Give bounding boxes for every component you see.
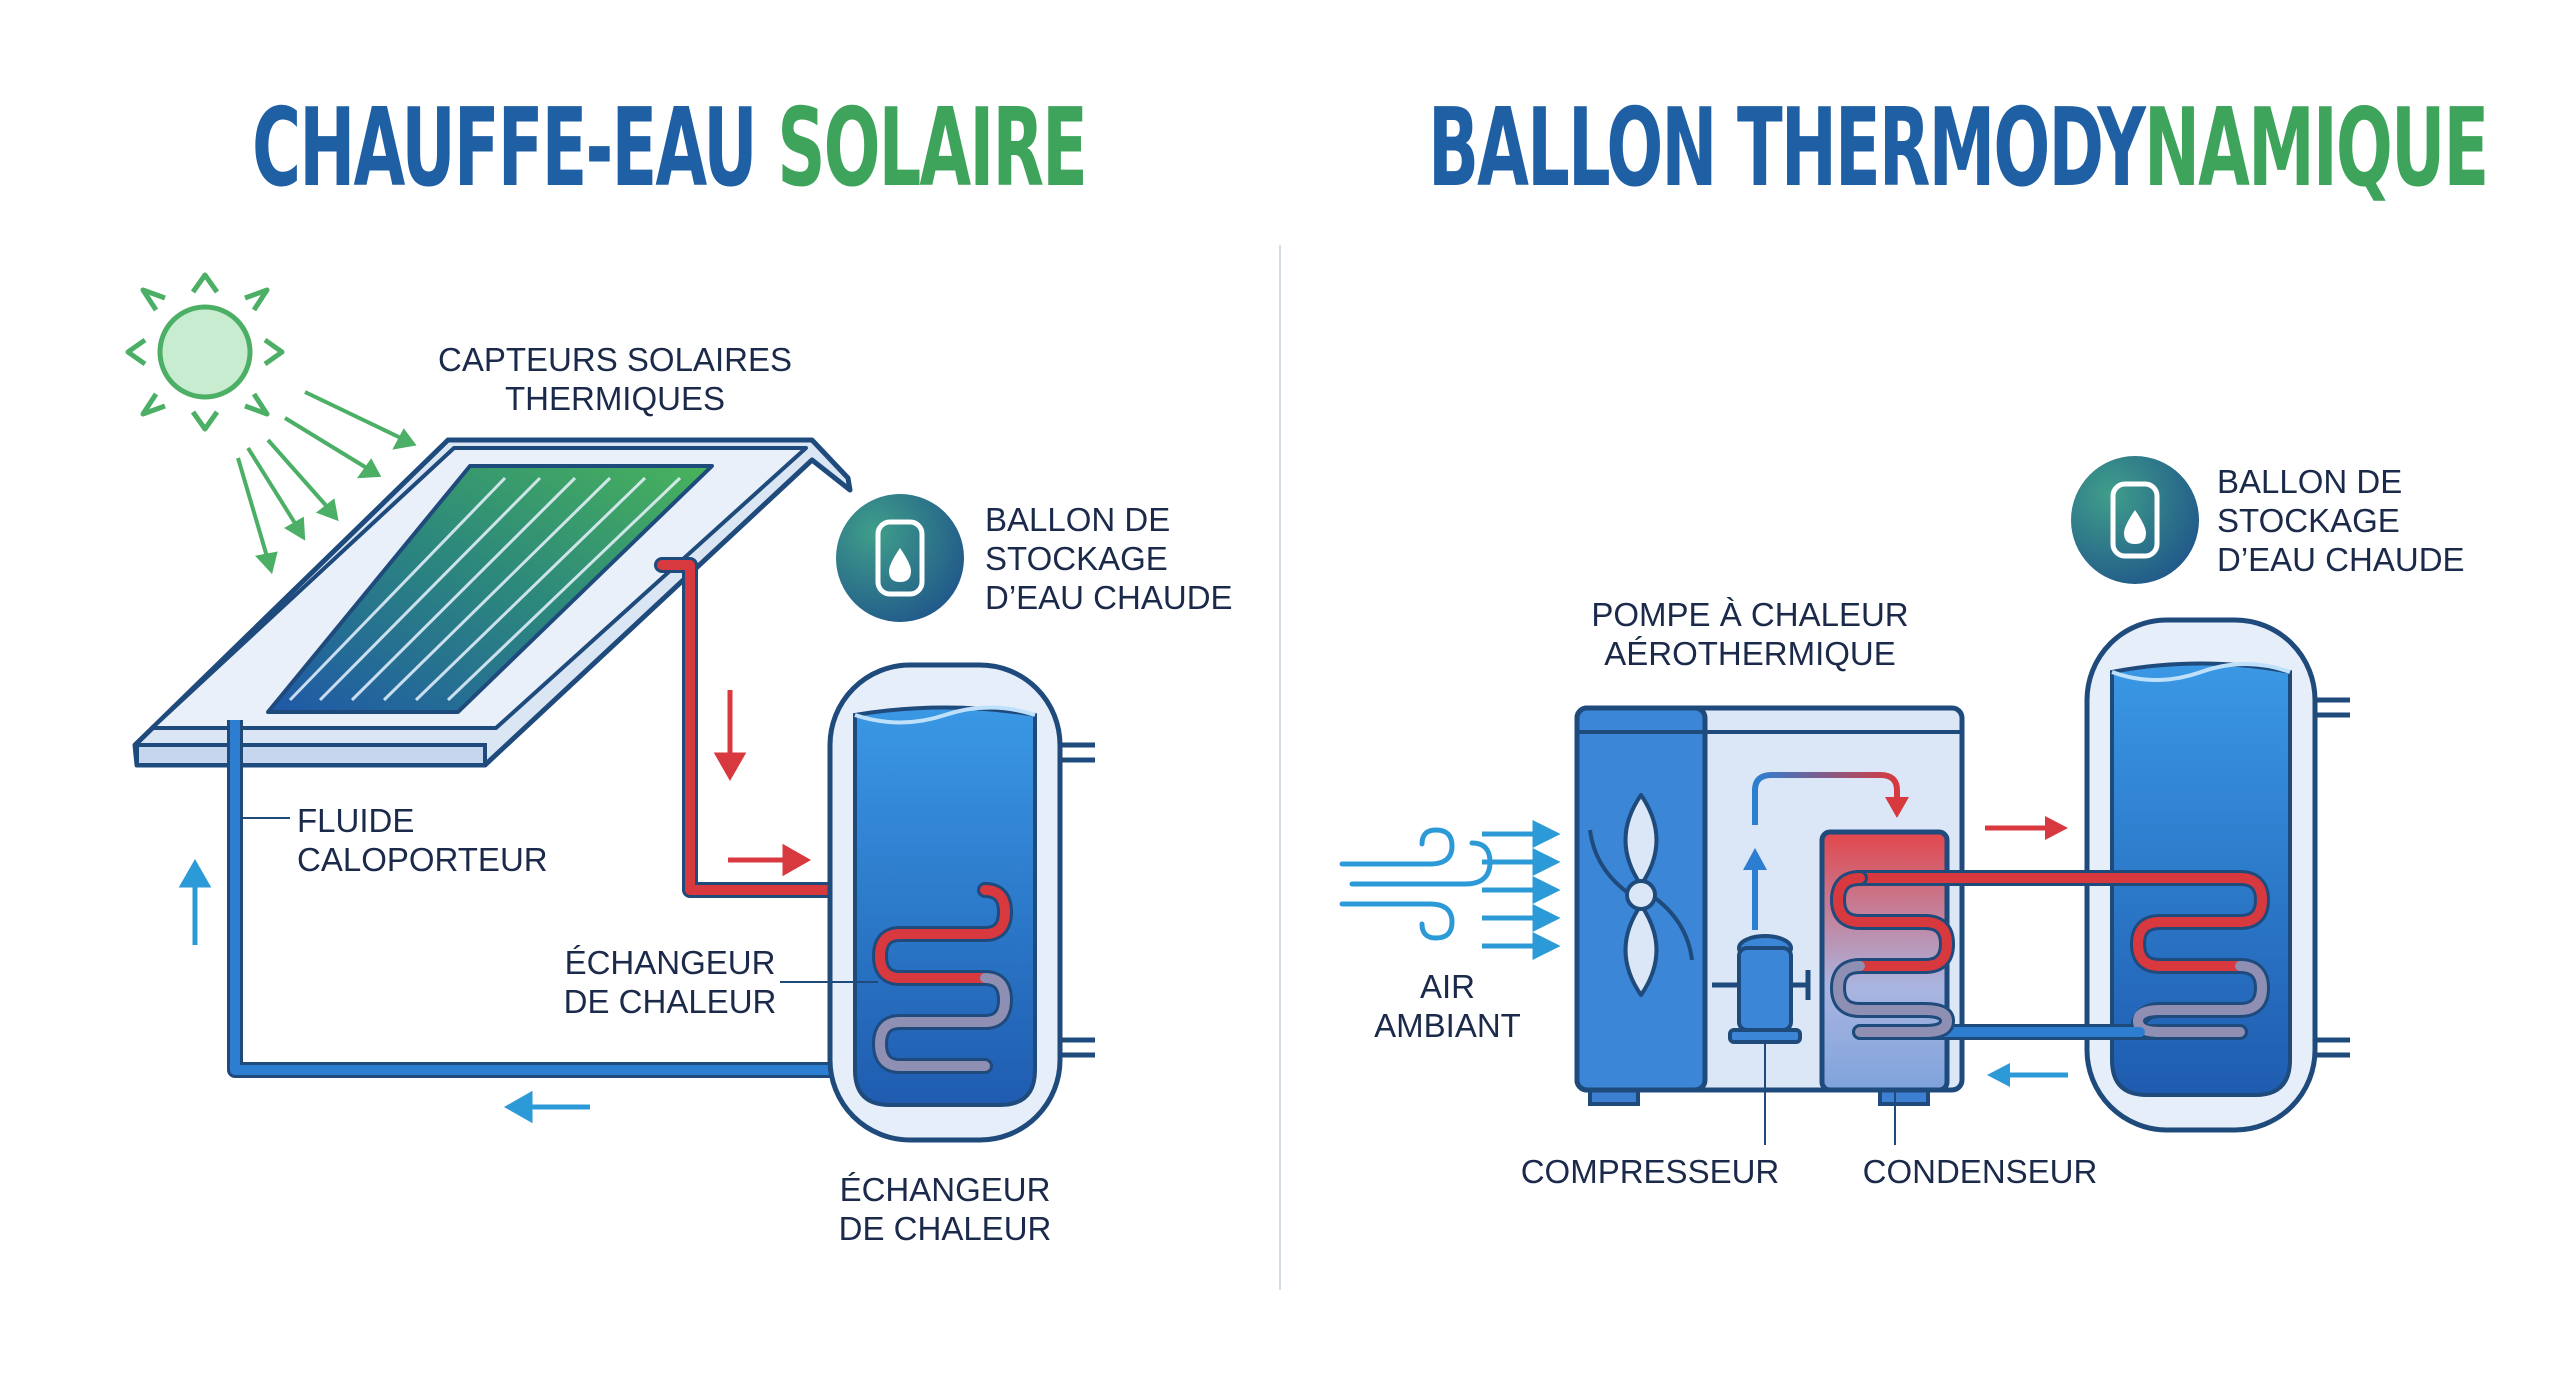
exchanger-bottom-label: ÉCHANGEUR DE CHALEUR xyxy=(830,1170,1060,1248)
collectors-label: CAPTEURS SOLAIRES THERMIQUES xyxy=(430,340,800,418)
air-label-line2: AMBIANT xyxy=(1374,1007,1521,1044)
compressor-label: COMPRESSEUR xyxy=(1520,1152,1780,1191)
solar-cold-pipe xyxy=(227,720,985,1078)
exchanger-bottom-label-line1: ÉCHANGEUR xyxy=(839,1171,1051,1208)
solar-title-part1: CHAUFFE-EAU xyxy=(252,86,778,211)
compressor-label-text: COMPRESSEUR xyxy=(1520,1153,1780,1190)
thermo-tank-label-line1: BALLON DE xyxy=(2217,463,2403,500)
thermo-tank-label-line2: STOCKAGE xyxy=(2217,502,2400,539)
fan-icon xyxy=(1588,793,1694,997)
water-heater-icon xyxy=(836,494,964,622)
thermo-tank-label: BALLON DE STOCKAGE D’EAU CHAUDE xyxy=(2217,462,2465,579)
sun-icon xyxy=(125,272,285,432)
heatpump-label-line2: AÉROTHERMIQUE xyxy=(1604,635,1896,672)
air-label-line1: AIR xyxy=(1419,968,1475,1005)
exchanger-bottom-label-line2: DE CHALEUR xyxy=(838,1210,1052,1247)
air-intake-arrows xyxy=(1482,819,1561,961)
fluid-label-line1: FLUIDE xyxy=(297,802,415,839)
solar-flow-arrows xyxy=(178,690,812,1124)
refrigerant-flow-arrows xyxy=(1743,772,1909,930)
wind-icon xyxy=(1339,827,1493,941)
solar-tank-label: BALLON DE STOCKAGE D’EAU CHAUDE xyxy=(985,500,1233,617)
water-heater-icon xyxy=(2071,456,2199,584)
sun-rays xyxy=(236,390,417,575)
air-label: AIR AMBIANT xyxy=(1340,967,1555,1045)
thermo-title-part2: NAMIQUE xyxy=(2143,86,2489,211)
solar-title: CHAUFFE-EAU SOLAIRE xyxy=(252,95,1088,203)
condenser-label-text: CONDENSEUR xyxy=(1862,1153,2098,1190)
solar-tank-label-line1: BALLON DE xyxy=(985,501,1171,538)
exchanger-label-line1: ÉCHANGEUR xyxy=(564,944,776,981)
fluid-label: FLUIDE CALOPORTEUR xyxy=(297,801,548,879)
section-divider xyxy=(1279,245,1281,1290)
thermo-title-part1: BALLON THERMODY xyxy=(1428,86,2146,211)
heatpump-label-line1: POMPE À CHALEUR xyxy=(1591,596,1909,633)
solar-tank-label-line3: D’EAU CHAUDE xyxy=(985,579,1233,616)
solar-heat-exchanger-coil xyxy=(872,882,1013,1074)
exchanger-label-line2: DE CHALEUR xyxy=(563,983,777,1020)
solar-tank-label-line2: STOCKAGE xyxy=(985,540,1168,577)
thermo-coil-pipes xyxy=(1830,870,2270,1040)
collectors-label-line1: CAPTEURS SOLAIRES xyxy=(438,341,792,378)
collectors-label-line2: THERMIQUES xyxy=(504,380,725,417)
thermo-title: BALLON THERMODYNAMIQUE xyxy=(1428,95,2489,203)
exchanger-label: ÉCHANGEUR DE CHALEUR xyxy=(555,943,785,1021)
fluid-label-line2: CALOPORTEUR xyxy=(297,841,548,878)
condenser-label: CONDENSEUR xyxy=(1855,1152,2105,1191)
thermo-flow-arrows xyxy=(1985,816,2068,1087)
heatpump-label: POMPE À CHALEUR AÉROTHERMIQUE xyxy=(1580,595,1920,673)
compressor-icon xyxy=(1712,934,1811,1145)
solar-title-part2: SOLAIRE xyxy=(777,86,1088,211)
thermo-tank-label-line3: D’EAU CHAUDE xyxy=(2217,541,2465,578)
solar-collector-panel xyxy=(132,437,853,768)
